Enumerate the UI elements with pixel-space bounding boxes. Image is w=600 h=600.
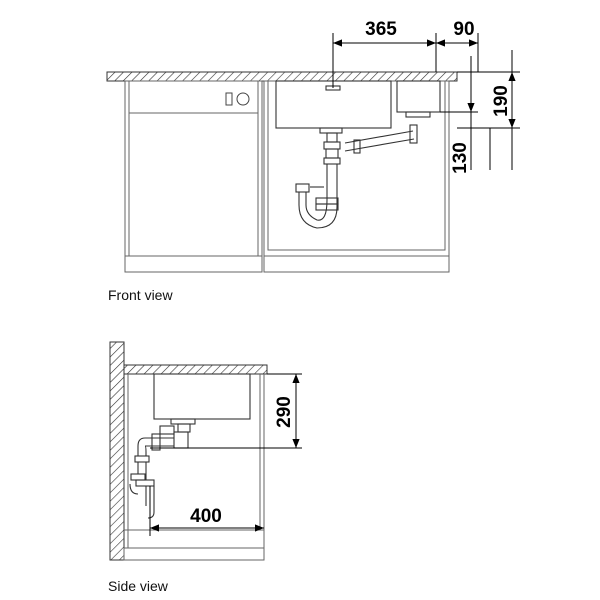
front-dim-right (440, 50, 520, 170)
side-dim-400 (149, 486, 264, 536)
side-view: 290 400 (109, 341, 302, 561)
side-drain-siphon (129, 425, 189, 519)
dishwasher-cabinet (124, 80, 263, 273)
front-view-caption: Front view (108, 287, 173, 303)
side-view-caption: Side view (108, 578, 168, 594)
dim-90-label: 90 (453, 19, 474, 40)
dim-400-label: 400 (190, 506, 222, 527)
front-drain-siphon (295, 124, 418, 229)
front-view: 365 90 190 130 (106, 19, 520, 273)
side-countertop (123, 364, 268, 375)
front-dim-top (332, 33, 479, 88)
side-sink-bowl (153, 373, 251, 433)
dim-365-label: 365 (365, 19, 397, 40)
dim-130-label: 130 (450, 142, 471, 174)
front-countertop (106, 71, 458, 82)
side-dim-290 (150, 373, 302, 449)
dim-290-label: 290 (274, 396, 295, 428)
side-wall (109, 341, 125, 561)
dim-190-label: 190 (491, 85, 512, 117)
